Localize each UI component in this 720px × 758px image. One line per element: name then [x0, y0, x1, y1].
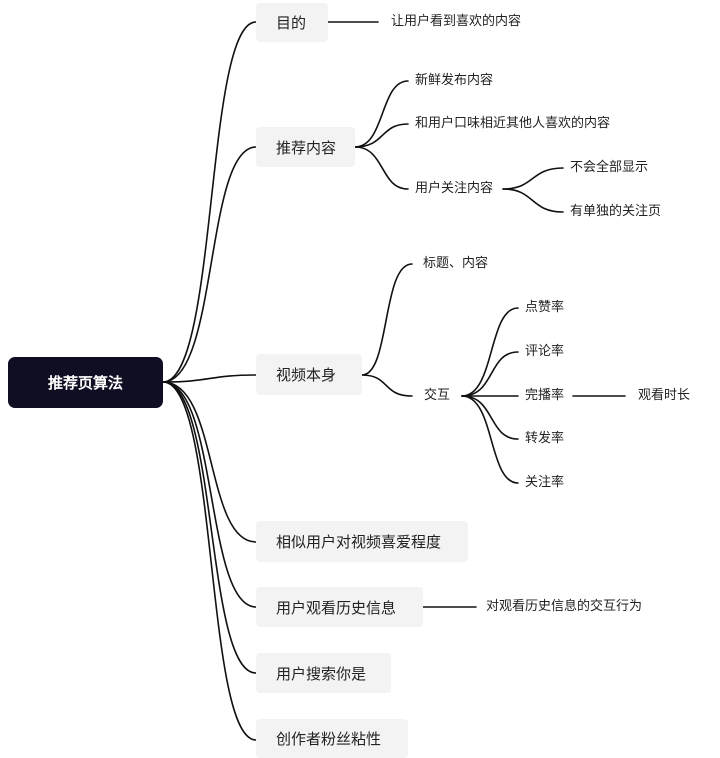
leaf-video-title[interactable]: 标题、内容	[423, 256, 489, 271]
leaf-following-notall[interactable]: 不会全部显示	[570, 160, 649, 175]
edge-following-notall	[502, 167, 564, 190]
edge-root-goal	[162, 21, 257, 383]
edge-interaction-likes	[461, 307, 519, 397]
edge-interaction-shares	[461, 395, 519, 440]
branch-search[interactable]: 用户搜索你是	[256, 653, 391, 693]
leaf-interaction-follows[interactable]: 关注率	[525, 475, 565, 490]
root-node[interactable]: 推荐页算法	[8, 357, 163, 408]
leaf-completion-child[interactable]: 观看时长	[638, 388, 691, 403]
edge-root-recommend	[162, 146, 257, 383]
branch-creator[interactable]: 创作者粉丝粘性	[256, 719, 408, 758]
node-interaction-completion[interactable]: 完播率	[525, 388, 565, 403]
edge-recommend-similar	[354, 123, 409, 148]
edge-root-video	[162, 374, 257, 383]
edge-video-interaction	[361, 374, 413, 397]
branch-history[interactable]: 用户观看历史信息	[256, 587, 423, 627]
leaf-following-separate[interactable]: 有单独的关注页	[570, 204, 662, 219]
branch-video[interactable]: 视频本身	[256, 354, 362, 395]
branch-similar-users[interactable]: 相似用户对视频喜爱程度	[256, 521, 468, 562]
node-video-interaction[interactable]: 交互	[424, 388, 451, 403]
edge-video-title	[361, 263, 413, 376]
leaf-interaction-likes[interactable]: 点赞率	[525, 300, 565, 315]
edge-interaction-comments	[461, 351, 519, 397]
edge-root-creator	[162, 381, 257, 741]
leaf-goal-child[interactable]: 让用户看到喜欢的内容	[391, 14, 522, 29]
edge-interaction-follows	[461, 395, 519, 484]
leaf-interaction-shares[interactable]: 转发率	[525, 431, 565, 446]
edge-recommend-fresh	[354, 80, 409, 148]
leaf-history-child[interactable]: 对观看历史信息的交互行为	[486, 599, 643, 614]
edge-recommend-following	[354, 146, 409, 190]
leaf-recommend-similar[interactable]: 和用户口味相近其他人喜欢的内容	[415, 116, 611, 131]
edge-root-history	[162, 381, 257, 608]
leaf-interaction-comments[interactable]: 评论率	[525, 344, 565, 359]
edge-following-separate	[502, 188, 564, 213]
edge-root-search	[162, 381, 257, 674]
leaf-recommend-fresh[interactable]: 新鲜发布内容	[415, 73, 494, 88]
branch-goal[interactable]: 目的	[256, 3, 328, 42]
branch-recommend[interactable]: 推荐内容	[256, 127, 355, 167]
edge-root-similar-users	[162, 381, 257, 543]
node-recommend-following[interactable]: 用户关注内容	[415, 181, 494, 196]
